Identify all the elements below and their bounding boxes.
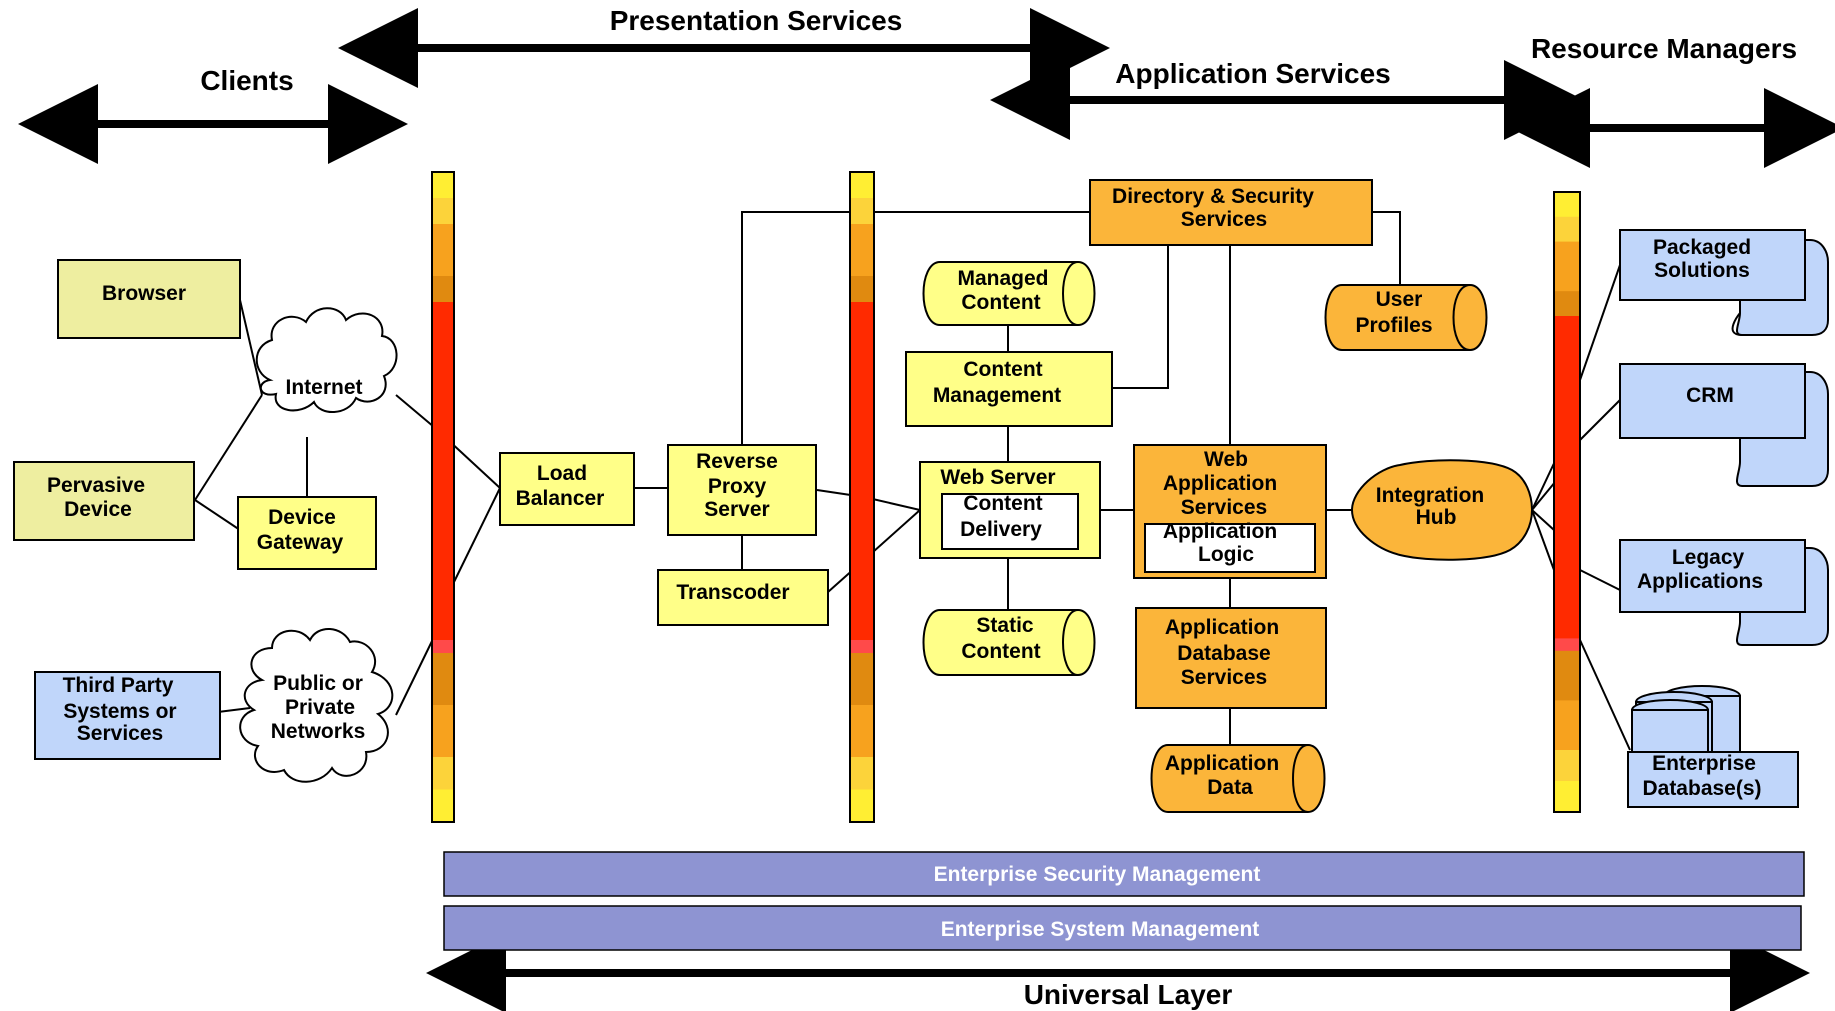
node-pervasive-device: Pervasive Device [13,461,195,541]
load-balancer-label-1: Load [537,462,587,485]
node-managed-content: Managed Content [922,261,1096,326]
integration-hub-label-2: Hub [1416,506,1457,529]
node-device-gateway: Device Gateway [237,496,377,570]
node-transcoder: Transcoder [657,569,829,626]
node-crm: CRM [1619,363,1829,487]
load-balancer-label-2: Balancer [516,487,605,510]
pervasive-label-2: Device [64,498,132,521]
node-app-db-services: Application Database Services [1135,607,1327,709]
node-content-management: Content Management [905,351,1113,427]
application-logic-label-2: Logic [1198,543,1254,566]
third-party-label-3: Services [77,722,163,745]
firewalls [431,171,1581,823]
node-packaged-solutions: Packaged Solutions [1619,229,1829,336]
firewall-1 [431,171,455,823]
device-gateway-label-2: Gateway [257,531,344,554]
public-private-label-3: Networks [271,720,366,743]
static-content-label-2: Content [961,640,1040,663]
third-party-label-2: Systems or [63,700,176,723]
packaged-label-2: Solutions [1654,259,1750,282]
third-party-label-1: Third Party [63,674,174,697]
enterprise-system-bar: Enterprise System Management [443,905,1802,951]
node-application-data: Application Data [1150,744,1326,813]
universal-header: Universal Layer [1024,979,1233,1010]
content-management-label-1: Content [963,358,1042,381]
crm-label: CRM [1686,384,1734,407]
node-web-application-services: Web Application Services Application Log… [1133,444,1327,579]
clients-header: Clients [200,65,293,96]
header-arrows [18,8,1835,1011]
managed-content-label-2: Content [961,291,1040,314]
node-reverse-proxy: Reverse Proxy Server [667,444,817,536]
device-gateway-label-1: Device [268,506,336,529]
web-server-label: Web Server [940,466,1055,489]
firewall-3 [1553,191,1581,813]
node-third-party: Third Party Systems or Services [34,671,221,760]
presentation-header: Presentation Services [610,5,903,36]
reverse-proxy-label-1: Reverse [696,450,778,473]
enterprise-db-label-2: Database(s) [1642,777,1761,800]
reverse-proxy-label-2: Proxy [708,475,767,498]
pervasive-label-1: Pervasive [47,474,145,497]
node-integration-hub: Integration Hub [1350,459,1534,561]
internet-label: Internet [285,376,362,399]
enterprise-db-label-1: Enterprise [1652,752,1756,775]
directory-security-label-2: Services [1181,208,1267,231]
app-db-label-1: Application [1165,616,1279,639]
node-static-content: Static Content [922,609,1096,676]
legacy-label-2: Applications [1637,570,1763,593]
enterprise-system-label: Enterprise System Management [941,918,1260,941]
public-private-label-1: Public or [273,672,363,695]
application-data-label-2: Data [1207,776,1253,799]
node-user-profiles: User Profiles [1324,284,1488,351]
node-enterprise-databases: Enterprise Database(s) [1627,685,1799,808]
resource-header: Resource Managers [1531,33,1797,64]
user-profiles-label-1: User [1376,288,1423,311]
web-app-label-2: Application [1163,472,1277,495]
application-header: Application Services [1115,58,1390,89]
content-delivery-label-1: Content [963,492,1042,515]
web-app-label-1: Web [1204,448,1248,471]
enterprise-security-label: Enterprise Security Management [934,863,1261,886]
application-logic-label-1: Application [1163,520,1277,543]
enterprise-security-bar: Enterprise Security Management [443,851,1805,897]
directory-security-label-1: Directory & Security [1112,185,1314,208]
application-data-label-1: Application [1165,752,1279,775]
header-labels: Clients Presentation Services Applicatio… [200,5,1797,1010]
node-legacy-applications: Legacy Applications [1619,539,1829,646]
public-private-label-2: Private [285,696,355,719]
user-profiles-label-2: Profiles [1355,314,1432,337]
node-browser: Browser [57,259,241,339]
node-web-server: Web Server Content Delivery [919,461,1101,559]
web-app-label-3: Services [1181,496,1267,519]
node-public-private-cloud: Public or Private Networks [239,628,394,783]
content-delivery-label-2: Delivery [960,518,1042,541]
node-internet-cloud: Internet [255,307,398,413]
node-load-balancer: Load Balancer [499,452,635,526]
browser-label: Browser [102,282,186,305]
content-management-label-2: Management [933,384,1061,407]
transcoder-label: Transcoder [676,581,789,604]
managed-content-label-1: Managed [957,267,1048,290]
node-directory-security: Directory & Security Services [1089,179,1373,246]
legacy-label-1: Legacy [1672,546,1745,569]
integration-hub-label-1: Integration [1376,484,1485,507]
packaged-label-1: Packaged [1653,236,1751,259]
reverse-proxy-label-3: Server [704,498,769,521]
app-db-label-3: Services [1181,666,1267,689]
static-content-label-1: Static [976,614,1034,637]
firewall-2 [849,171,875,823]
app-db-label-2: Database [1177,642,1270,665]
